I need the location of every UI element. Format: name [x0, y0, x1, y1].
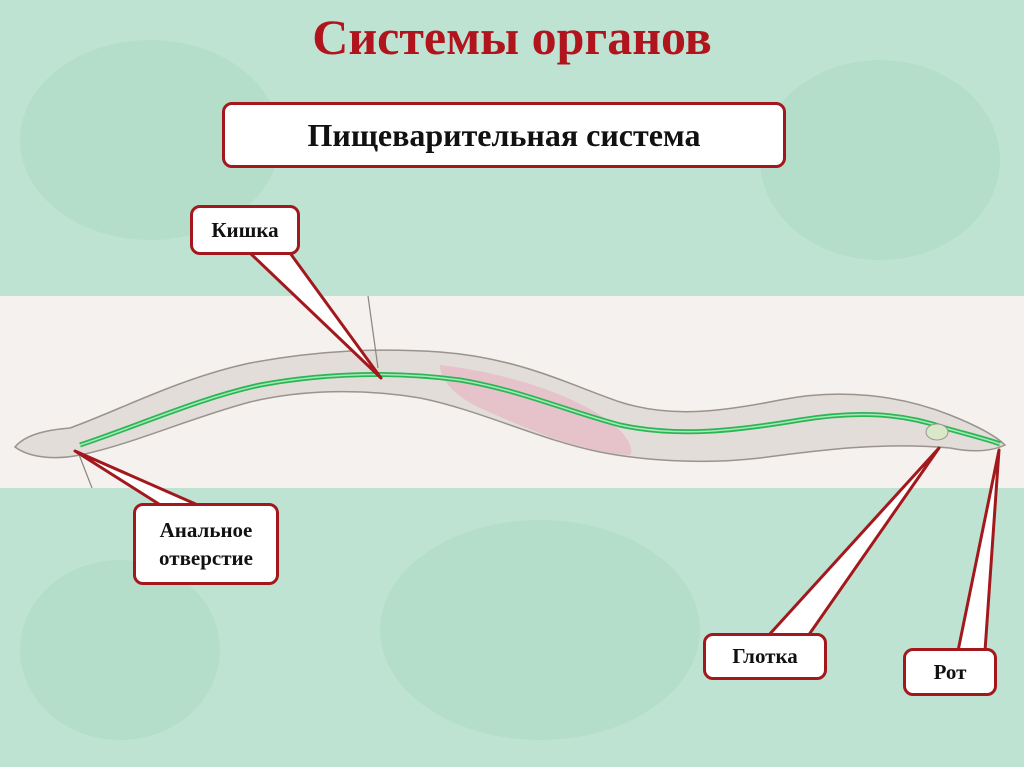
- label-anus: Анальное отверстие: [133, 503, 279, 585]
- pharynx-bulb: [925, 423, 949, 441]
- label-pharynx-text: Глотка: [732, 644, 798, 669]
- callout-pointer-mouth: [956, 448, 1001, 653]
- subtitle-text: Пищеварительная система: [307, 116, 701, 153]
- label-mouth-text: Рот: [933, 659, 967, 684]
- label-anus-line2: отверстие: [159, 546, 253, 570]
- pointer-line: [77, 451, 93, 489]
- pointer-line: [367, 295, 379, 369]
- label-intestine-text: Кишка: [211, 217, 279, 242]
- label-intestine: Кишка: [190, 205, 300, 255]
- label-mouth: Рот: [903, 648, 997, 696]
- label-anus-line1: Анальное: [159, 517, 253, 542]
- slide-title: Системы органов: [312, 9, 712, 65]
- subtitle-box: Пищеварительная система: [222, 102, 786, 168]
- label-pharynx: Глотка: [703, 633, 827, 680]
- callout-pointer-anus: [73, 449, 202, 508]
- background-blob: [20, 560, 220, 740]
- background-blob: [380, 520, 700, 740]
- background-blob: [760, 60, 1000, 260]
- gut-line-highlight: [79, 373, 1001, 446]
- callout-pointer-pharynx: [766, 446, 941, 638]
